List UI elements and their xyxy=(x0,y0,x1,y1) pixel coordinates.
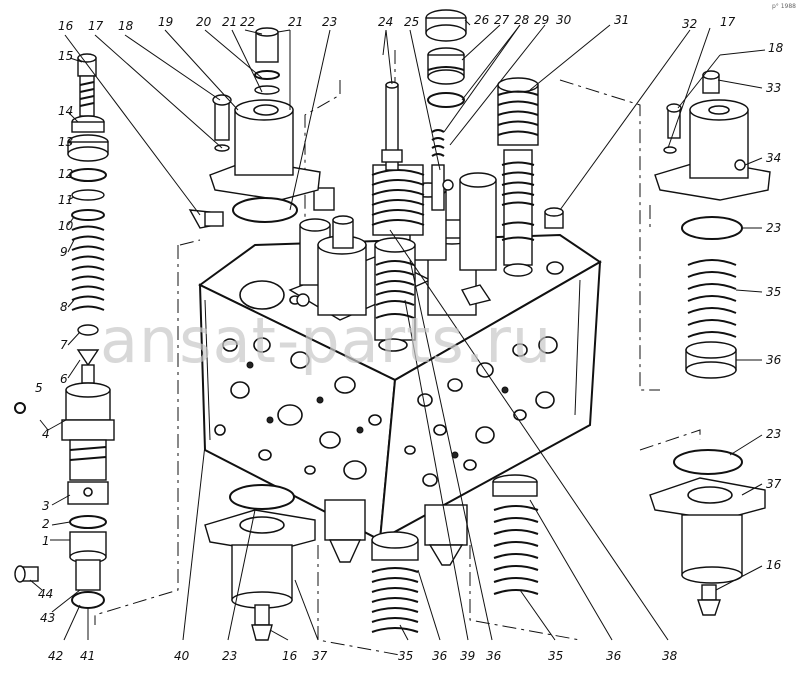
callout-12: 12 xyxy=(58,167,73,181)
callout-25: 25 xyxy=(404,15,419,29)
callout-35-right: 35 xyxy=(766,285,781,299)
callout-16-right: 16 xyxy=(766,558,782,572)
callout-9: 9 xyxy=(60,245,68,259)
corner-mark: p° 1988 xyxy=(772,3,796,10)
callout-3: 3 xyxy=(42,499,50,513)
callout-33: 33 xyxy=(766,81,781,95)
callout-37-bottom: 37 xyxy=(312,649,328,663)
callout-32: 32 xyxy=(682,17,697,31)
left-valve-column xyxy=(14,53,115,609)
callout-22: 22 xyxy=(240,15,255,29)
callout-2: 2 xyxy=(42,517,50,531)
callout-1: 1 xyxy=(42,534,50,548)
top-left-flange-unit xyxy=(188,27,321,229)
callout-43: 43 xyxy=(40,611,55,625)
pilot-piston xyxy=(431,129,454,211)
right-spring-cartridge xyxy=(497,77,539,277)
callout-11: 11 xyxy=(58,193,73,207)
callout-39: 39 xyxy=(460,649,475,663)
callout-10: 10 xyxy=(58,219,74,233)
callout-23-bottom: 23 xyxy=(222,649,237,663)
small-plug xyxy=(544,207,564,229)
callout-35-bottom: 35 xyxy=(398,649,413,663)
watermark-text: ansat-parts.ru xyxy=(100,304,552,377)
callout-18: 18 xyxy=(118,19,134,33)
callout-17-right: 17 xyxy=(720,15,736,29)
callout-21-right: 21 xyxy=(288,15,303,29)
callout-7: 7 xyxy=(60,338,68,352)
callout-42: 42 xyxy=(48,649,63,663)
bottom-left-flange-unit xyxy=(204,484,316,641)
callout-13: 13 xyxy=(58,135,73,149)
callout-20: 20 xyxy=(196,15,212,29)
spool-rod xyxy=(381,81,403,171)
callout-31: 31 xyxy=(614,13,629,27)
callout-23: 23 xyxy=(322,15,337,29)
callout-23-lower-right: 23 xyxy=(766,427,781,441)
callout-numbers: 15 14 13 12 11 10 9 8 7 6 5 4 3 2 1 44 4… xyxy=(35,13,784,663)
leader-lines xyxy=(29,19,766,641)
callout-21: 21 xyxy=(222,15,237,29)
callout-36-right: 36 xyxy=(766,353,782,367)
callout-18-right: 18 xyxy=(768,41,784,55)
top-cartridges xyxy=(288,172,497,321)
callout-19: 19 xyxy=(158,15,173,29)
callout-24: 24 xyxy=(378,15,393,29)
callout-38: 38 xyxy=(662,649,678,663)
callout-23-right: 23 xyxy=(766,221,781,235)
top-right-flange-unit xyxy=(654,70,771,379)
callout-36-bottom-b: 36 xyxy=(486,649,502,663)
callout-6: 6 xyxy=(60,372,68,386)
callout-17: 17 xyxy=(88,19,104,33)
callout-4: 4 xyxy=(42,427,50,441)
top-stack-parts xyxy=(425,9,467,108)
callout-26: 26 xyxy=(474,13,490,27)
callout-15: 15 xyxy=(58,49,73,63)
callout-44: 44 xyxy=(38,587,53,601)
callout-27: 27 xyxy=(494,13,510,27)
callout-30: 30 xyxy=(556,13,572,27)
bottom-right-flange-unit xyxy=(649,449,766,616)
callout-8: 8 xyxy=(60,300,68,314)
callout-36-bottom: 36 xyxy=(432,649,448,663)
bottom-springs xyxy=(324,474,539,633)
central-springs xyxy=(371,164,425,352)
callout-14: 14 xyxy=(58,104,73,118)
callout-29: 29 xyxy=(534,13,549,27)
callout-36-bottom-c: 36 xyxy=(606,649,622,663)
callout-40: 40 xyxy=(174,649,190,663)
callout-28: 28 xyxy=(514,13,530,27)
left-face-ports xyxy=(214,280,382,480)
callout-37-right: 37 xyxy=(766,477,782,491)
callout-34: 34 xyxy=(766,151,781,165)
callout-35-bottom-b: 35 xyxy=(548,649,563,663)
callout-41: 41 xyxy=(80,649,95,663)
callout-16-bottom: 16 xyxy=(282,649,298,663)
right-face-ports xyxy=(404,336,558,487)
callout-5: 5 xyxy=(35,381,43,395)
callout-16: 16 xyxy=(58,19,74,33)
